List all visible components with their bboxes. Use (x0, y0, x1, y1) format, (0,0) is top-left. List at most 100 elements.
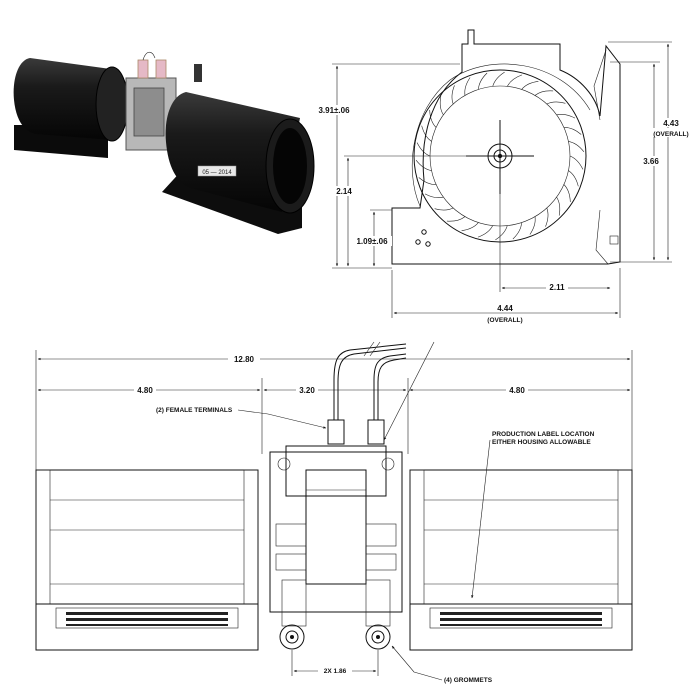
wheel-blade (418, 177, 437, 185)
wheel-blade (546, 101, 566, 105)
wheel-blade (464, 77, 471, 96)
front-motor-top-cap (285, 445, 387, 497)
wheel-blade (477, 225, 493, 238)
front-motor-bearing-left (277, 457, 291, 471)
motor-laminations (133, 87, 165, 137)
front-motor-frame (269, 451, 403, 613)
end-view-drawing: 3.91±.06 2.14 1.09±.06 4.43 (OVERALL) 3.… (316, 29, 692, 324)
dim-mount-height: 1.09±.06 (356, 237, 388, 246)
right-housing-opening (273, 128, 307, 204)
wheel-blade (563, 184, 571, 203)
end-view-hole-1 (421, 229, 427, 235)
left-housing-face (95, 66, 129, 142)
wheel-blade (512, 222, 522, 240)
wheel-blade (556, 113, 576, 119)
wheel-blade (507, 74, 523, 87)
front-motor-winding-right (365, 523, 397, 547)
wheel-blade (434, 207, 454, 211)
wire-break-1 (363, 341, 375, 357)
dim-overall-height-value: 4.43 (663, 119, 679, 128)
front-right-outlet (429, 607, 613, 629)
front-right-base (409, 603, 633, 651)
front-left-outlet (55, 607, 239, 629)
callout-terminals: (2) FEMALE TERMINALS (156, 407, 233, 414)
wire-1 (333, 343, 407, 420)
front-motor-leg-left (281, 579, 307, 627)
front-left-vane-2 (66, 618, 228, 621)
wheel-blade (492, 71, 505, 87)
wire-2b (377, 357, 407, 420)
front-view-drawing: 12.80 4.80 3.20 4.80 (35, 341, 633, 684)
right-housing-body (165, 92, 300, 212)
wire-2 (373, 353, 407, 420)
female-terminal-2 (367, 419, 385, 445)
wheel-blade (568, 141, 585, 152)
leader-grommets (391, 645, 443, 681)
wheel-blade (534, 90, 554, 96)
wheel-blade (563, 127, 582, 135)
left-housing-body (13, 58, 118, 140)
wheel-blade (424, 193, 444, 199)
front-right-vane-1 (440, 612, 602, 615)
terminal-wire (142, 51, 156, 61)
wheel-blade (446, 216, 466, 222)
wheel-blade (439, 96, 444, 116)
production-label-sticker (197, 165, 237, 177)
callout-grommets: (4) GROMMETS (444, 677, 493, 684)
dim-overall-length: 12.80 (234, 355, 255, 364)
front-motor-bearing-right (381, 457, 395, 471)
grommet-right-hole (376, 635, 380, 639)
end-view-hole-3 (425, 241, 431, 247)
front-left-base (35, 603, 259, 651)
wheel-blade (545, 207, 549, 227)
terminal-pink-2 (155, 59, 167, 79)
front-right-housing-rim (617, 469, 633, 605)
production-label-text: 05 — 2014 (202, 170, 232, 176)
front-motor-bracket-right (365, 553, 397, 571)
wheel-blade (415, 160, 432, 171)
wheel-blade (495, 225, 508, 241)
dim-hub-offset: 2.11 (549, 283, 565, 292)
wheel-blade (421, 125, 432, 142)
end-view-blades (415, 71, 585, 241)
grommet-left-inner (285, 630, 299, 644)
dim-height-upper: 3.91±.06 (318, 106, 350, 115)
wheel-blade (416, 142, 431, 157)
dim-motor-section: 3.20 (299, 386, 315, 395)
front-motor-leg-right (365, 579, 391, 627)
wheel-blade (451, 85, 455, 105)
front-left-vane-1 (66, 612, 228, 615)
grommet-left (279, 624, 305, 650)
end-view-bracket-tab (609, 235, 619, 245)
wheel-blade (529, 216, 536, 235)
dim-inner-height: 3.66 (643, 157, 659, 166)
dim-overall-width-value: 4.44 (497, 304, 513, 313)
dim-center-height: 2.14 (336, 187, 352, 196)
front-left-vane-3 (66, 624, 228, 626)
end-view-scroll-line (411, 63, 591, 207)
wheel-blade (429, 109, 437, 128)
wire-1b (337, 347, 407, 420)
wheel-blade (556, 196, 561, 216)
end-view-hub-inner (493, 149, 507, 163)
grommet-right (365, 624, 391, 650)
motor-tab (194, 64, 202, 82)
front-right-vane-2 (440, 618, 602, 621)
front-motor-stator (305, 469, 367, 585)
front-right-housing-inner-rim (409, 469, 425, 605)
end-view-bracket-bottom (595, 209, 609, 265)
grommet-left-hole (290, 635, 294, 639)
front-motor-winding-left (275, 523, 307, 547)
wheel-blade (569, 155, 584, 170)
end-view-bracket-top (593, 49, 607, 121)
callout-label-location-1: PRODUCTION LABEL LOCATION (492, 431, 595, 438)
leader-label-top (383, 341, 435, 441)
product-photo: 05 — 2014 (13, 51, 315, 234)
callout-label-location-2: EITHER HOUSING ALLOWABLE (492, 439, 591, 446)
female-terminal-1 (327, 419, 345, 445)
dim-right-housing: 4.80 (509, 386, 525, 395)
terminal-pink-1 (137, 59, 149, 79)
wheel-blade (478, 72, 488, 90)
end-view-shaft (497, 153, 503, 159)
